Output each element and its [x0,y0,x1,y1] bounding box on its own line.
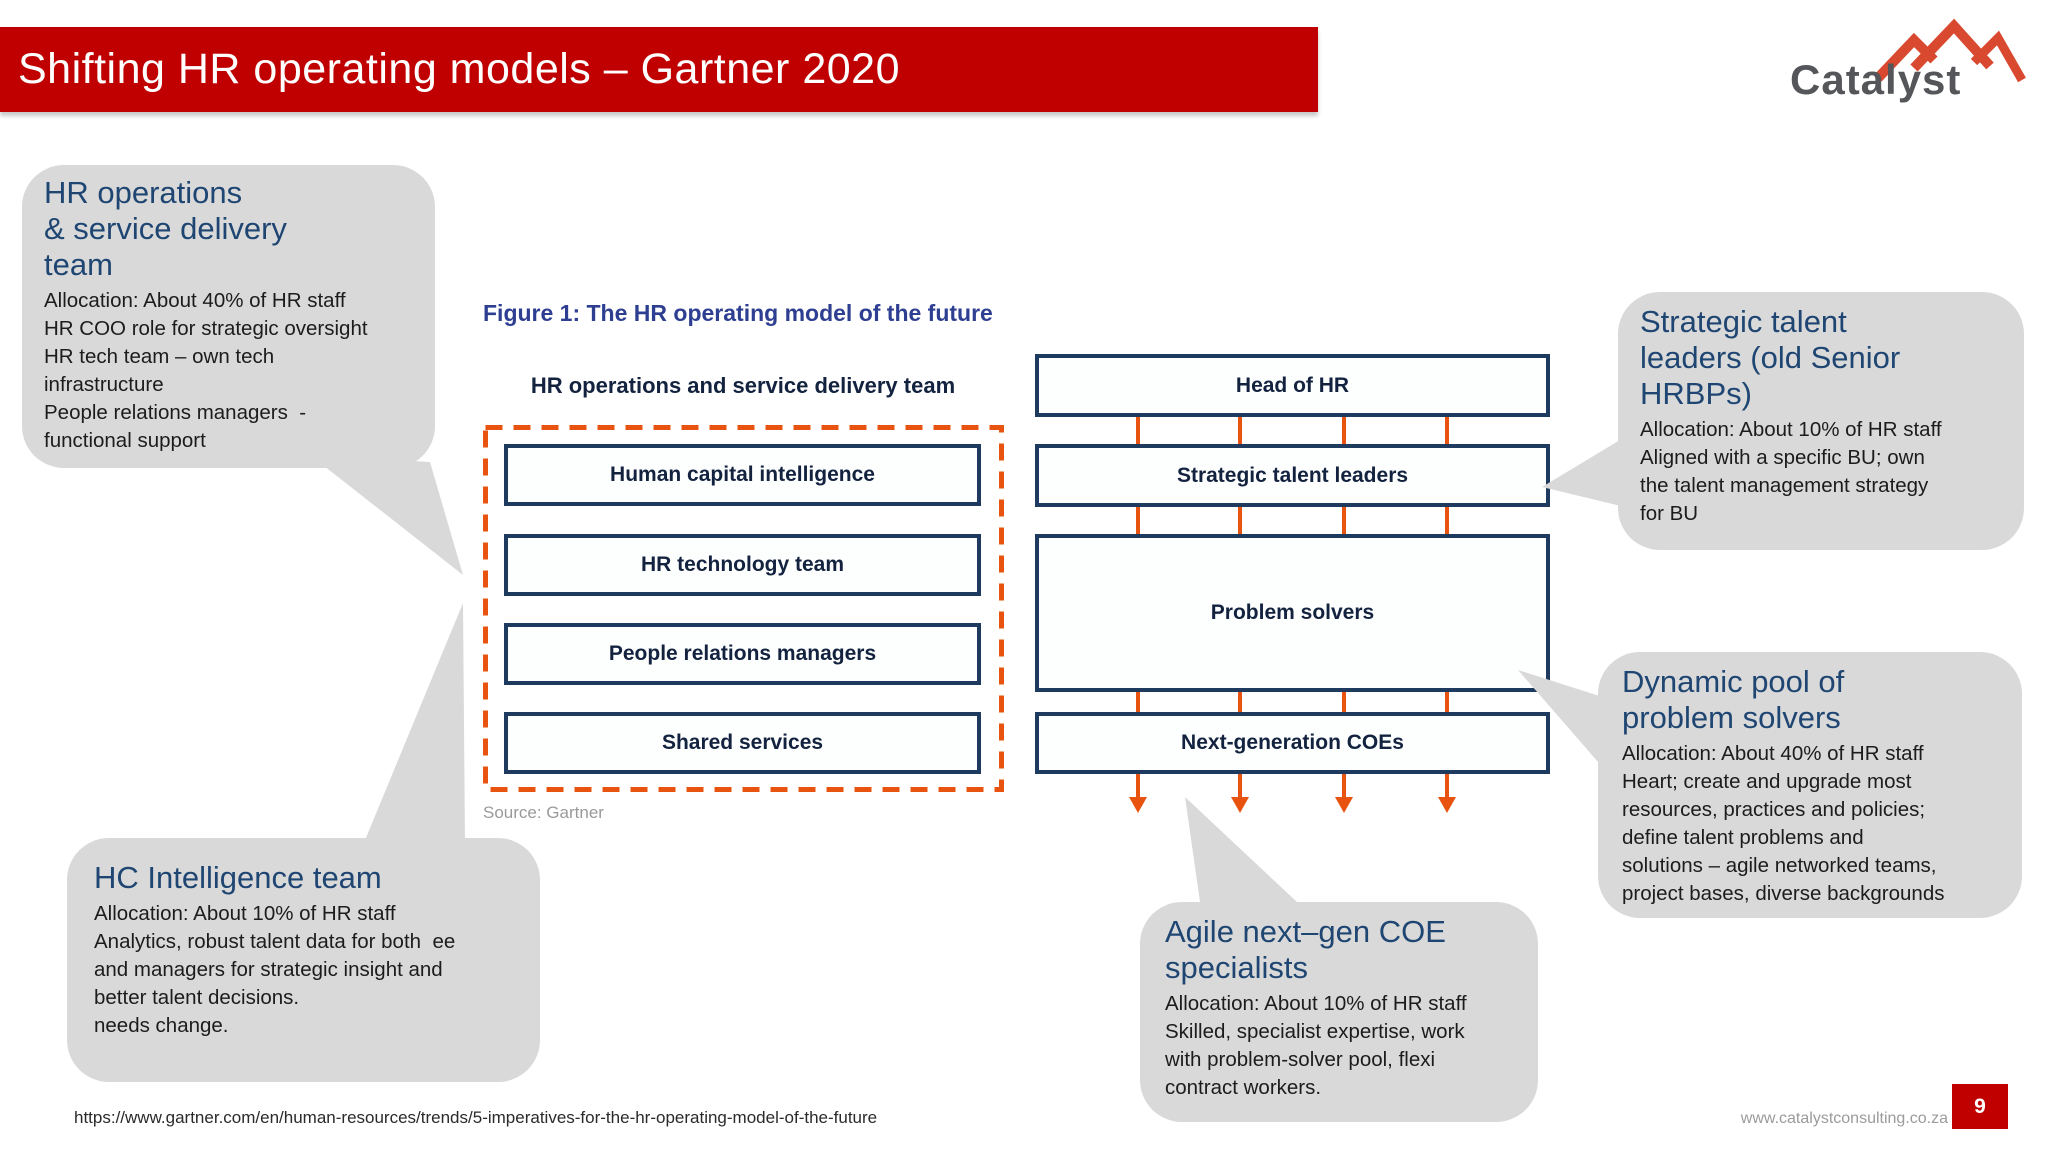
figure-title: Figure 1: The HR operating model of the … [483,300,993,326]
box-head-of-hr: Head of HR [1035,354,1550,417]
callout-strategic-talent-leaders: Strategic talent leaders (old Senior HRB… [1618,292,2024,550]
stl-callout-tail [1542,437,1625,507]
callout-hc-intelligence: HC Intelligence team Allocation: About 1… [67,838,540,1082]
box-problem-solvers: Problem solvers [1035,534,1550,692]
callout-strategic-talent-leaders-title: Strategic talent leaders (old Senior HRB… [1640,304,1901,411]
left-column-header: HR operations and service delivery team [530,373,956,398]
footer-source-url: https://www.gartner.com/en/human-resourc… [74,1108,878,1127]
website-url: www.catalystconsulting.co.za [1740,1110,1948,1127]
slide-title: Shifting HR operating models – Gartner 2… [18,45,900,93]
box-hr-technology-team: HR technology team [504,534,981,596]
callout-dynamic-pool-body: Allocation: About 40% of HR staff Heart;… [1622,742,1945,905]
box-strategic-talent-leaders: Strategic talent leaders [1035,444,1550,507]
callout-hr-operations-body: Allocation: About 40% of HR staff HR COO… [44,289,368,452]
slide-title-bar: Shifting HR operating models – Gartner 2… [0,27,1318,112]
callout-dynamic-pool-title: Dynamic pool of problem solvers [1622,664,1845,735]
agile-coe-callout-tail [1185,797,1297,902]
box-next-generation-coes: Next-generation COEs [1035,712,1550,774]
callout-hr-operations: HR operations & service delivery team Al… [22,165,435,468]
arrow-heads [1129,797,1456,813]
box-shared-services: Shared services [504,712,981,774]
callout-hc-intelligence-title: HC Intelligence team [94,860,382,895]
callout-strategic-talent-leaders-body: Allocation: About 10% of HR staff Aligne… [1640,418,1942,525]
hc-intel-callout-tail [363,603,465,845]
callout-agile-coe-body: Allocation: About 10% of HR staff Skille… [1165,992,1467,1099]
hr-ops-callout-tail [310,455,463,575]
callout-hr-operations-title: HR operations & service delivery team [44,175,287,282]
callout-agile-coe: Agile next–gen COE specialists Allocatio… [1140,902,1538,1122]
figure-source: Source: Gartner [483,803,604,822]
catalyst-mountains-icon [1874,18,2026,83]
callout-dynamic-pool: Dynamic pool of problem solvers Allocati… [1598,652,2022,918]
box-human-capital-intelligence: Human capital intelligence [504,444,981,506]
box-people-relations-managers: People relations managers [504,623,981,685]
callout-agile-coe-title: Agile next–gen COE specialists [1165,914,1446,985]
page-number: 9 [1974,1094,1986,1118]
callout-hc-intelligence-body: Allocation: About 10% of HR staff Analyt… [94,902,456,1037]
catalyst-logo-text: Catalyst [1790,56,1962,103]
page-number-badge: 9 [1952,1084,2008,1129]
